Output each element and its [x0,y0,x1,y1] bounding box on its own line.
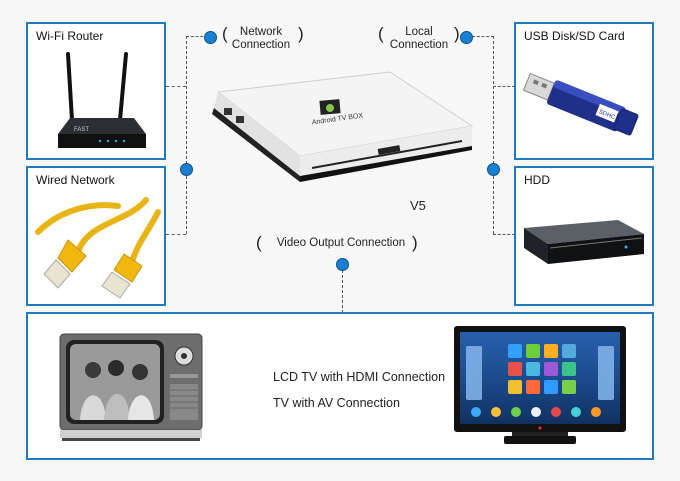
network-connection-label: Network Connection [226,26,296,52]
router-brand: FAST [74,127,89,133]
video-output-dot [336,258,349,271]
tv-av-text: TV with AV Connection [273,396,400,410]
right-vertical-connector [493,36,494,234]
wired-network-label: Wired Network [36,173,115,187]
hdd-panel: HDD [514,166,654,306]
router-connector [166,86,186,87]
wifi-router-label: Wi-Fi Router [36,29,104,43]
crt-tv-image [59,333,203,441]
open-paren: ( [222,24,228,43]
router-image: FAST [58,52,146,148]
hdd-device-image [524,220,644,264]
network-connector-line [186,36,208,37]
network-line1: Network [239,26,283,38]
hdd-label: HDD [524,173,550,187]
close-paren: ) [454,24,460,43]
left-junction-dot [180,163,193,176]
video-output-group: ( Video Output Connection ) [256,233,426,254]
close-paren: ) [298,24,304,43]
tv-output-panel: LCD TV with HDMI Connection TV with AV C… [26,312,654,460]
network-connection-group: ( Network Connection ) [218,24,308,54]
local-line2: Connection [389,39,449,51]
lcd-tv-hdmi-text: LCD TV with HDMI Connection [273,370,446,384]
usb-disk-panel: USB Disk/SD Card SDHC [514,22,654,160]
local-line1: Local [405,26,433,38]
android-tv-box-image: Android TV BOX [212,71,474,182]
ethernet-cable-image [35,197,161,299]
video-connector [342,270,343,313]
hdd-connector [493,234,515,235]
network-line2: Connection [231,39,291,51]
local-connection-group: ( Local Connection ) [372,24,462,54]
usb-stick-image: SDHC [522,72,639,136]
close-paren: ) [412,233,418,252]
wired-connector [166,234,186,235]
wired-network-panel: Wired Network [26,166,166,306]
usb-disk-label: USB Disk/SD Card [524,29,625,43]
open-paren: ( [378,24,384,43]
local-connection-dot [460,31,473,44]
local-connector-line [472,36,494,37]
right-junction-dot [487,163,500,176]
lcd-tv-image [454,326,626,444]
video-output-label: Video Output Connection [276,237,406,249]
usb-connector [493,86,515,87]
left-vertical-connector [186,36,187,234]
open-paren: ( [256,233,262,252]
local-connection-label: Local Connection [384,26,454,52]
model-label: V5 [410,198,426,213]
wifi-router-panel: Wi-Fi Router FAST [26,22,166,160]
network-connection-dot [204,31,217,44]
